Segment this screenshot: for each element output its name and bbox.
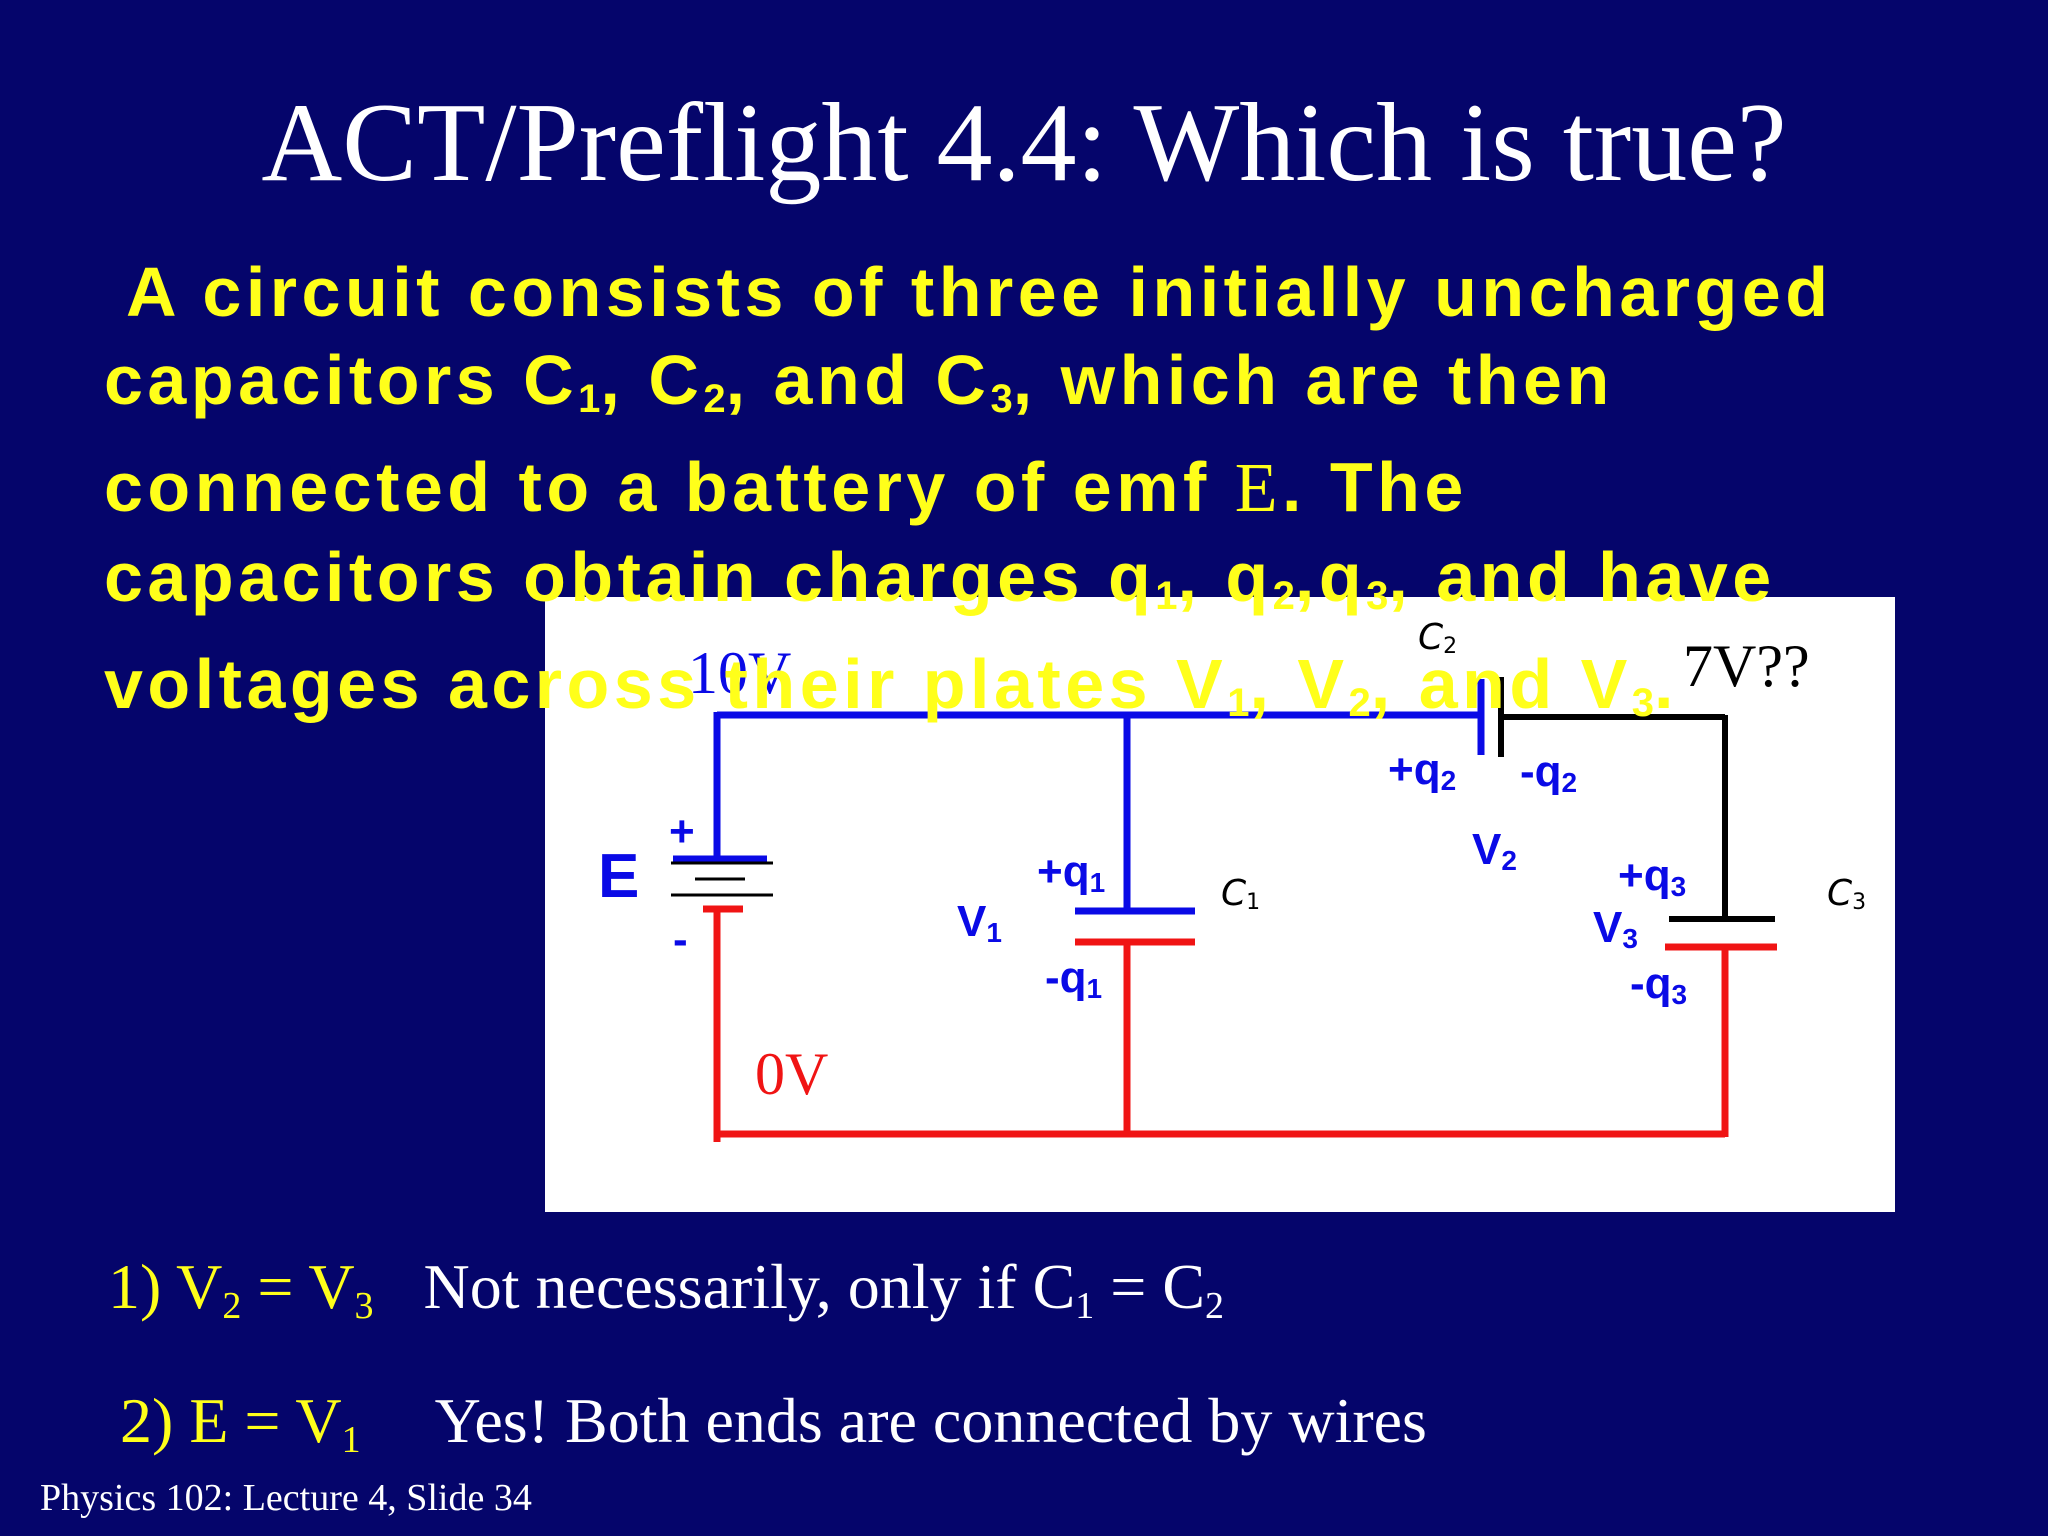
text: +q	[1388, 745, 1441, 794]
answer-2-statement: 2) E = V1	[120, 1385, 361, 1462]
answer-2: 2) E = V1 Yes! Both ends are connected b…	[120, 1386, 1427, 1475]
subscript: 1	[1246, 890, 1261, 915]
c2-plus-charge: +q2	[1388, 745, 1456, 797]
c2-voltage-label: V2	[1472, 825, 1517, 877]
subscript: 3	[1631, 681, 1655, 725]
label-7v: 7V??	[1683, 633, 1810, 699]
text: +q	[1618, 851, 1671, 900]
subscript: 3	[1622, 923, 1638, 954]
text: , and have	[1388, 538, 1776, 616]
c1-minus-charge: -q1	[1045, 953, 1102, 1005]
text: , and V	[1370, 645, 1632, 723]
emf-symbol: E	[1234, 450, 1282, 527]
text: , which are then	[1012, 341, 1614, 419]
subscript: 1	[1089, 867, 1106, 898]
text: , C	[600, 341, 704, 419]
subscript: 3	[1670, 871, 1687, 902]
text: 1) V	[108, 1251, 223, 1322]
c3-minus-charge: -q3	[1630, 959, 1687, 1011]
text: capacitors C	[104, 341, 579, 419]
c1-plus-charge: +q1	[1037, 847, 1105, 899]
text: = V	[241, 1251, 355, 1322]
c1-voltage-label: V1	[957, 897, 1002, 949]
text: C	[1418, 617, 1444, 658]
subscript: 3	[354, 1285, 374, 1327]
battery-plus-sign: +	[669, 807, 695, 856]
answer-1-response: Not necessarily, only if C1 = C2	[423, 1251, 1225, 1328]
text: voltages across their plates V	[104, 645, 1228, 723]
text: C	[1827, 873, 1853, 914]
text: 2) E = V	[120, 1385, 342, 1456]
subscript: 2	[1205, 1285, 1225, 1327]
paragraph-line-2: capacitors C1, C2, and C3, which are the…	[104, 336, 2004, 443]
answer-1: 1) V2 = V3 Not necessarily, only if C1 =…	[108, 1252, 1224, 1341]
subscript: 2	[222, 1285, 242, 1327]
text: connected to a battery of emf	[104, 448, 1235, 526]
subscript: 3	[1671, 979, 1688, 1010]
c2-minus-charge: -q2	[1520, 747, 1577, 799]
slide-title: ACT/Preflight 4.4: Which is true?	[261, 81, 1787, 205]
subscript: 1	[1155, 574, 1178, 618]
c2-name: C2	[1418, 617, 1457, 659]
paragraph-line-1: A circuit consists of three initially un…	[126, 253, 1833, 331]
subscript: 1	[1086, 973, 1103, 1004]
subscript: 3	[990, 377, 1013, 421]
subscript: 3	[1852, 890, 1867, 915]
text: , V	[1249, 645, 1349, 723]
battery-emf-label: E	[598, 842, 640, 911]
subscript: 2	[1272, 574, 1295, 618]
text: . The	[1282, 448, 1468, 526]
subscript: 3	[1366, 574, 1389, 618]
subscript: 1	[1075, 1285, 1095, 1327]
circuit-wires	[671, 677, 1777, 1142]
subscript: 1	[341, 1419, 361, 1461]
subscript: 2	[703, 377, 726, 421]
c3-voltage-label: V3	[1593, 903, 1638, 955]
c3-plus-charge: +q3	[1618, 851, 1686, 903]
subscript: 1	[578, 377, 601, 421]
paragraph-line-5: voltages across their plates V1, V2, and…	[104, 640, 2004, 747]
subscript: 2	[1348, 681, 1371, 725]
text: -q	[1630, 959, 1672, 1008]
text: .	[1654, 645, 1678, 723]
subscript: 2	[1440, 765, 1457, 796]
text: C	[1221, 873, 1247, 914]
text: , q	[1177, 538, 1273, 616]
text: = C	[1094, 1251, 1206, 1322]
text: V	[1472, 825, 1502, 874]
text: , and C	[725, 341, 991, 419]
battery-minus-sign: -	[673, 915, 688, 964]
answer-1-statement: 1) V2 = V3	[108, 1251, 374, 1328]
text: ,q	[1294, 538, 1367, 616]
question-paragraph: A circuit consists of three initially un…	[104, 248, 2004, 747]
text: V	[1593, 903, 1623, 952]
paragraph-line-4: capacitors obtain charges q1, q2,q3, and…	[104, 533, 2004, 640]
text: +q	[1037, 847, 1090, 896]
slide-footer: Physics 102: Lecture 4, Slide 34	[40, 1477, 532, 1519]
subscript: 2	[1501, 845, 1517, 876]
answer-2-response: Yes! Both ends are connected by wires	[434, 1385, 1427, 1456]
text: -q	[1520, 747, 1562, 796]
c3-name: C3	[1827, 873, 1866, 915]
text: Not necessarily, only if C	[423, 1251, 1076, 1322]
text: -q	[1045, 953, 1087, 1002]
subscript: 2	[1561, 767, 1578, 798]
subscript: 1	[1227, 681, 1250, 725]
text: V	[957, 897, 987, 946]
c1-name: C1	[1221, 873, 1260, 915]
label-10v: 10V	[688, 640, 792, 706]
label-0v: 0V	[755, 1041, 829, 1107]
subscript: 2	[1443, 634, 1458, 659]
paragraph-line-3: connected to a battery of emf E. The	[104, 443, 2004, 533]
circuit-diagram: 10V 0V 7V?? E + - +q1 -q1 V1 C1 C2 +q2 -…	[545, 597, 1895, 1212]
text: capacitors obtain charges q	[104, 538, 1156, 616]
subscript: 1	[986, 917, 1002, 948]
